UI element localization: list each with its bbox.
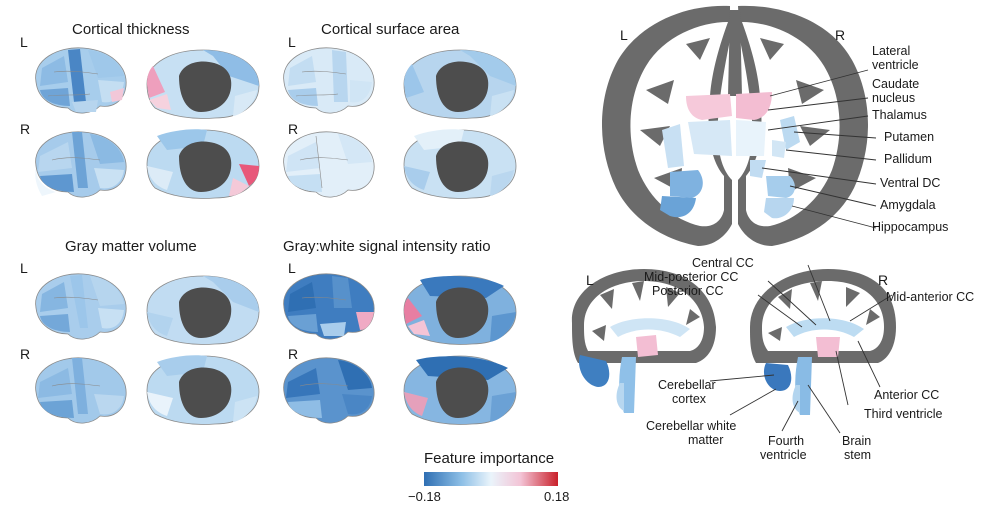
label-brain-stem-1: Brain (842, 434, 871, 448)
label-lateral-ventricle-1: Lateral (872, 44, 910, 58)
hemi-label-left: L (288, 260, 296, 276)
brain-medial-surface-left (403, 49, 517, 119)
label-fourth-ventricle-1: Fourth (768, 434, 804, 448)
hemi-label-right: R (288, 121, 299, 137)
coronal-hemi-left: L (620, 27, 628, 43)
hemi-label-left: L (20, 34, 28, 50)
hemi-label-right: R (288, 346, 299, 362)
coronal-slice: L R Lateral ventricle Caudate nucleus Th… (602, 5, 948, 246)
label-pallidum: Pallidum (884, 152, 932, 166)
label-mid-anterior-cc: Mid-anterior CC (886, 290, 974, 304)
hemi-label-left: L (288, 34, 296, 50)
brain-lateral-surface-left (283, 47, 375, 114)
brain-medial-intensity-right (403, 355, 517, 425)
label-third-ventricle: Third ventricle (864, 407, 943, 421)
label-ventral-dc: Ventral DC (880, 176, 940, 190)
coronal-hemi-right: R (835, 27, 845, 43)
panel-title-surface-area: Cortical surface area (321, 21, 460, 38)
brain-lateral-volume-left (35, 273, 127, 340)
panel-title-gray-volume: Gray matter volume (65, 238, 197, 255)
label-cerebellar-wm-1: Cerebellar white (646, 419, 736, 433)
label-mid-posterior-cc: Mid-posterior CC (644, 270, 738, 284)
label-posterior-cc: Posterior CC (652, 284, 724, 298)
hemi-label-right: R (20, 346, 31, 362)
brain-lateral-intensity-right (283, 357, 375, 424)
hemi-label-right: R (20, 121, 31, 137)
sagittal-hemi-right: R (878, 272, 888, 288)
brain-medial-intensity-left (403, 275, 517, 345)
legend-colorbar (424, 472, 558, 486)
label-lateral-ventricle-2: ventricle (872, 58, 919, 72)
label-caudate-2: nucleus (872, 91, 915, 105)
brain-medial-thickness-right (146, 129, 260, 199)
legend-min-value: −0.18 (408, 489, 441, 504)
label-anterior-cc: Anterior CC (874, 388, 939, 402)
label-central-cc: Central CC (692, 256, 754, 270)
panel-title-thickness: Cortical thickness (72, 21, 190, 38)
brain-medial-surface-right (403, 129, 517, 199)
sagittal-slices: L R Central CC Mid-posterior CC Posterio… (571, 256, 974, 462)
sagittal-hemi-left: L (586, 272, 594, 288)
brain-lateral-thickness-right (35, 131, 127, 198)
label-putamen: Putamen (884, 130, 934, 144)
label-cerebellar-wm-2: matter (688, 433, 723, 447)
brain-medial-thickness-left (146, 49, 260, 119)
sagittal-leader-lines (709, 264, 893, 434)
panel-title-intensity-ratio: Gray:white signal intensity ratio (283, 238, 491, 255)
brain-medial-volume-right (146, 355, 260, 425)
brain-lateral-volume-right (35, 357, 127, 424)
legend-max-value: 0.18 (544, 489, 570, 504)
label-caudate-1: Caudate (872, 77, 919, 91)
label-fourth-ventricle-2: ventricle (760, 448, 807, 462)
label-brain-stem-2: stem (844, 448, 871, 462)
label-cerebellar-cortex-1: Cerebellar (658, 378, 716, 392)
legend-title: Feature importance (424, 450, 555, 467)
label-amygdala: Amygdala (880, 198, 936, 212)
brain-lateral-surface-right (283, 131, 375, 198)
brain-medial-volume-left (146, 275, 260, 345)
label-thalamus: Thalamus (872, 108, 927, 122)
brain-lateral-intensity-left (283, 273, 375, 340)
label-hippocampus: Hippocampus (872, 220, 948, 234)
hemi-label-left: L (20, 260, 28, 276)
label-cerebellar-cortex-2: cortex (672, 392, 707, 406)
coronal-leader-lines (761, 69, 877, 229)
brain-lateral-thickness-left (35, 47, 127, 114)
